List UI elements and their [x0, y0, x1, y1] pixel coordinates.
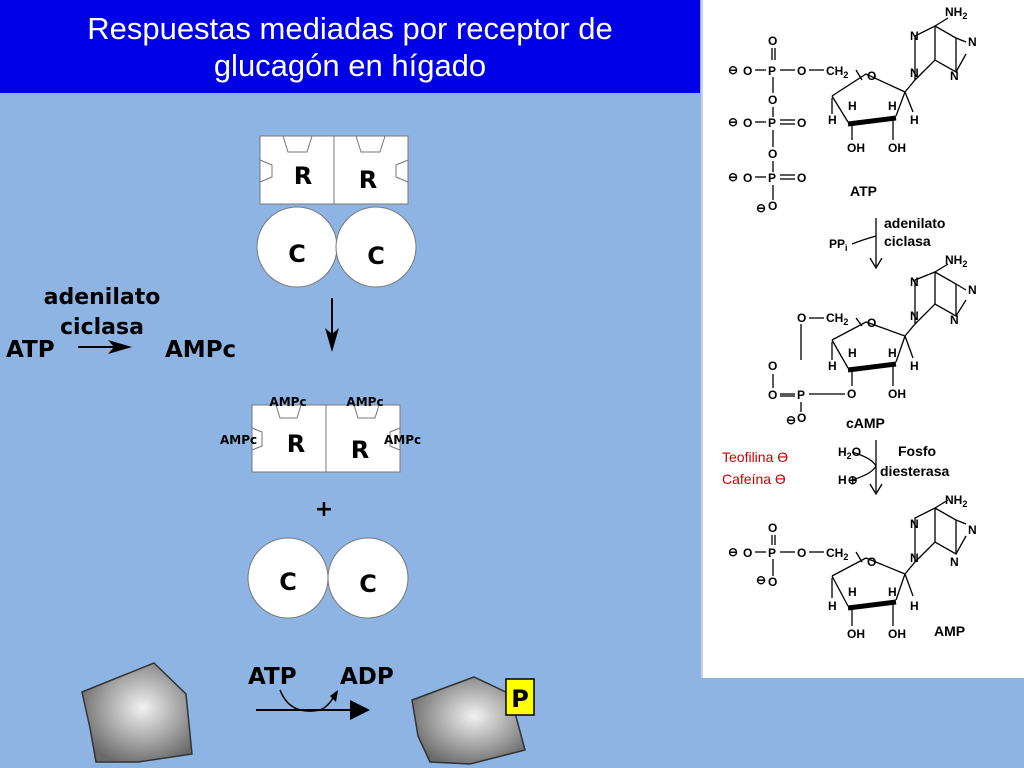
regulatory-label: R: [351, 436, 369, 464]
slide-title: Respuestas mediadas por receptor de gluc…: [0, 0, 700, 93]
adp-label: ADP: [340, 664, 394, 690]
phosphorylated-protein: [411, 676, 526, 765]
camp-bound-site: [275, 404, 302, 419]
camp-label: AMPc: [346, 395, 383, 409]
binding-site-notch: [259, 159, 273, 183]
reaction-arrow-head: [108, 340, 132, 354]
product-ampc: AMPc: [165, 337, 236, 363]
binding-site-notch: [355, 135, 386, 153]
camp-bound-site: [251, 427, 263, 451]
plus-sign: +: [315, 497, 333, 522]
catalytic-label: C: [359, 570, 377, 598]
free-catalytic-subunits: C C: [247, 537, 409, 619]
catalytic-subunit-right: [327, 537, 409, 619]
title-line-1: Respuestas mediadas por receptor de: [87, 10, 613, 46]
phosphate-label: P: [511, 685, 529, 713]
substrate-protein: [81, 662, 193, 763]
regulatory-label: R: [359, 166, 377, 194]
enzyme-label-line2: ciclasa: [60, 315, 144, 340]
chemical-structures-panel: [701, 0, 1024, 678]
title-line-2: glucagón en hígado: [213, 47, 487, 83]
binding-site-notch: [395, 159, 409, 183]
inactive-holoenzyme: R R C C: [256, 135, 417, 288]
camp-bound-site: [389, 427, 401, 451]
camp-bound-site: [353, 404, 380, 419]
catalytic-label: C: [288, 240, 306, 268]
regulatory-subunit-right: [325, 404, 401, 473]
catalytic-label: C: [279, 568, 297, 596]
catalytic-subunit-right: [335, 206, 417, 288]
phosphate-transfer-head: [330, 690, 338, 702]
activation-arrow-head: [325, 328, 339, 352]
regulatory-dimer-with-camp: AMPc AMPc AMPc AMPc R R: [220, 395, 421, 473]
regulatory-subunit-left: [251, 404, 327, 473]
camp-label: AMPc: [220, 433, 257, 447]
camp-label: AMPc: [269, 395, 306, 409]
binding-site-notch: [282, 135, 313, 153]
regulatory-label: R: [287, 430, 305, 458]
pka-activation-diagram: adenilato ciclasa ATP AMPc R R C C AMPc …: [6, 135, 535, 765]
atp-label: ATP: [248, 664, 297, 690]
enzyme-label-line1: adenilato: [44, 285, 161, 310]
catalytic-label: C: [367, 242, 385, 270]
phosphate-group-box: [505, 678, 535, 716]
substrate-atp: ATP: [6, 337, 55, 363]
phosphate-transfer-curve: [279, 689, 337, 712]
regulatory-label: R: [294, 162, 312, 190]
camp-label: AMPc: [384, 433, 421, 447]
